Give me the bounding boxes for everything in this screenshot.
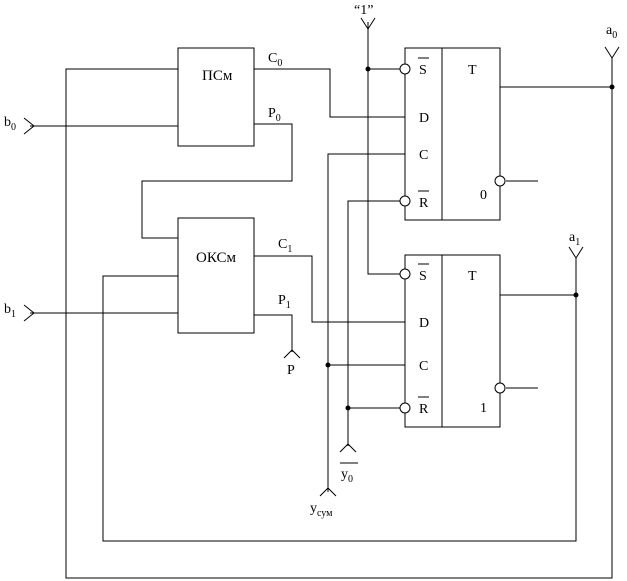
output-marker-a1 <box>568 246 584 259</box>
inverting-input-s <box>399 63 411 75</box>
junction-dot <box>345 405 351 411</box>
inverting-input-r <box>399 402 411 414</box>
trigger1-type-label: T <box>468 269 477 284</box>
half-adder-block: ПСм C0 P0 <box>177 47 282 147</box>
signal-b0-label: b0 <box>4 115 16 133</box>
trigger0-c-label: C <box>419 148 428 163</box>
trigger-1: S D C R T 1 <box>399 254 506 428</box>
wire-c0-to-d0 <box>254 68 405 118</box>
junction-dot <box>365 66 371 72</box>
wire-c1-to-d1 <box>254 255 405 323</box>
trigger0-type-label: T <box>468 63 477 78</box>
inverting-output <box>494 382 506 394</box>
wire-ysum-clock <box>327 153 405 492</box>
trigger0-index-label: 0 <box>480 188 487 203</box>
trigger1-d-label: D <box>419 316 429 331</box>
output-marker-p <box>283 349 301 359</box>
junction-dot <box>609 84 615 90</box>
full-adder-name: ОКСм <box>196 250 236 266</box>
wire-p0-to-fulladder <box>141 123 293 239</box>
signal-one-label: “1” <box>354 3 373 18</box>
inverting-output <box>494 175 506 187</box>
output-marker-a0 <box>604 46 620 59</box>
wires <box>30 17 620 579</box>
trigger-0: S D C R T 0 <box>399 47 506 221</box>
input-marker-b1 <box>23 304 35 322</box>
signal-p-label: P <box>287 363 295 378</box>
output-marker-ysum <box>319 487 337 497</box>
trigger0-d-label: D <box>419 111 429 126</box>
trigger1-index-label: 1 <box>480 401 487 416</box>
input-marker-b0 <box>23 117 35 135</box>
inverting-input-s <box>399 268 411 280</box>
wire-a0-vertical <box>65 58 613 579</box>
half-adder-name: ПСм <box>202 68 233 84</box>
junction-dot <box>573 292 579 298</box>
trigger1-c-label: C <box>419 359 428 374</box>
wire-y0-reset <box>347 200 400 446</box>
full-adder-block: ОКСм C1 P1 <box>177 217 292 334</box>
wire-a1-vertical <box>102 258 577 542</box>
junction-dot <box>325 362 331 368</box>
half-adder-p-out-label: P0 <box>268 106 281 124</box>
signal-y0-label: y0 <box>341 467 353 485</box>
trigger1-s-label: S <box>419 269 427 284</box>
full-adder-p-out-label: P1 <box>278 293 291 311</box>
wire-p1-to-p <box>254 314 293 352</box>
output-marker-y0 <box>339 443 357 453</box>
full-adder-c-out-label: C1 <box>278 237 292 255</box>
input-marker-one <box>360 17 376 30</box>
trigger0-r-label: R <box>419 196 429 211</box>
signal-a1-label: a1 <box>569 230 580 248</box>
signal-ysum-label: yсум <box>310 501 333 519</box>
half-adder-c-out-label: C0 <box>268 51 282 69</box>
inverting-input-r <box>399 195 411 207</box>
signal-a0-label: a0 <box>606 23 617 41</box>
trigger0-s-label: S <box>419 63 427 78</box>
wire-one-input <box>367 22 400 275</box>
trigger1-r-label: R <box>419 402 429 417</box>
signal-b1-label: b1 <box>4 302 16 320</box>
